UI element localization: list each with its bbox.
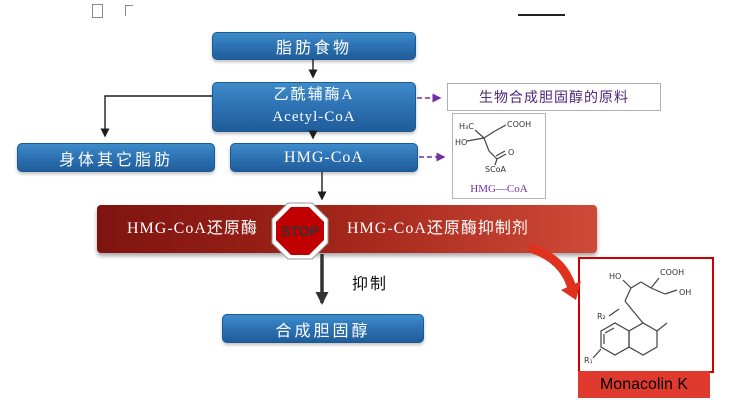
hmg-bond (496, 153, 507, 160)
mona-bond (650, 277, 660, 289)
mona-double-bond (604, 327, 615, 334)
stop-sign-label: STOP (281, 223, 319, 239)
monacolin-structure-box: HO COOH OH R₂ R₁ (578, 257, 714, 373)
node-synthesize-cholesterol: 合成胆固醇 (222, 314, 424, 343)
node-synthesize-cholesterol-label: 合成胆固醇 (275, 322, 371, 340)
hmg-bond (483, 130, 496, 139)
hmg-bond (483, 137, 490, 152)
node-fat-food-label: 脂肪食物 (275, 40, 352, 57)
hmg-structure-caption: HMG—CoA (470, 183, 528, 195)
arrow-acetyl-to-bodyfat (100, 95, 212, 138)
banner-reductase-inhibitor: HMG-CoA还原酶 HMG-CoA还原酶抑制剂 (97, 205, 597, 253)
mona-bond (640, 281, 652, 289)
mona-bond (622, 279, 632, 289)
banner-inhibitor-label: HMG-CoA还原酶抑制剂 (347, 220, 529, 237)
hmg-bond (494, 124, 507, 132)
node-body-fat-label: 身体其它脂肪 (58, 151, 173, 169)
mona-bond (592, 348, 602, 359)
node-body-fat: 身体其它脂肪 (17, 143, 215, 172)
monacolin-structure-drawing: HO COOH OH R₂ R₁ (584, 268, 691, 365)
node-hmg-coa-label: HMG-CoA (284, 148, 364, 166)
mona-bond (664, 289, 678, 295)
mona-bond (624, 287, 632, 302)
mona-bond (624, 300, 634, 312)
mona-bond (608, 308, 620, 317)
node-hmg-coa: HMG-CoA (230, 143, 418, 172)
mona-bond (650, 287, 666, 295)
node-raw-material: 生物合成胆固醇的原料 (447, 83, 661, 111)
mona-oh-label: OH (679, 288, 691, 297)
mona-ring-a (600, 322, 630, 356)
hmg-bond (488, 150, 498, 160)
hmg-scoa-label: SCoA (485, 165, 507, 174)
stop-sign: STOP (271, 202, 329, 260)
slide-artifact-line (518, 14, 565, 16)
slide-artifact-mark (125, 5, 133, 16)
inhibit-label: 抑制 (352, 276, 389, 293)
banner-reductase-label: HMG-CoA还原酶 (127, 220, 258, 237)
mona-r1-label: R₁ (584, 356, 593, 365)
hmg-ho-label: HO (455, 138, 467, 147)
hmg-cooh-label: COOH (507, 120, 531, 129)
mona-ho-label: HO (609, 272, 621, 281)
hmg-o-label: O (508, 148, 514, 157)
mona-bond (656, 322, 668, 332)
node-acetyl-coa: 乙酰辅酶A Acetyl-CoA (212, 82, 416, 132)
mona-ring-b (628, 322, 658, 356)
hmg-bond (494, 158, 498, 166)
mona-bond (630, 281, 642, 289)
mona-bond (632, 310, 644, 324)
node-fat-food: 脂肪食物 (212, 32, 416, 60)
hmg-bond (495, 150, 506, 157)
mona-cooh-label: COOH (660, 268, 684, 277)
mona-r2-label: R₂ (597, 312, 606, 321)
monacolin-caption: Monacolin K (578, 371, 710, 398)
hmg-h3c-label: H₃C (459, 122, 474, 131)
hmg-coa-structure-drawing: H₃C HO COOH O SCoA (455, 120, 531, 174)
slide-artifact-box (92, 4, 103, 18)
stop-sign-face (276, 207, 324, 255)
node-raw-material-label: 生物合成胆固醇的原料 (479, 91, 629, 106)
hmg-bond (474, 129, 485, 139)
hmg-coa-structure-box: H₃C HO COOH O SCoA HMG—CoA (452, 113, 546, 199)
red-curved-arrow-to-monacolin (528, 244, 576, 290)
node-acetyl-coa-label-en: Acetyl-CoA (272, 109, 356, 125)
hmg-bond (466, 137, 485, 142)
node-acetyl-coa-label-cn: 乙酰辅酶A (273, 87, 355, 104)
